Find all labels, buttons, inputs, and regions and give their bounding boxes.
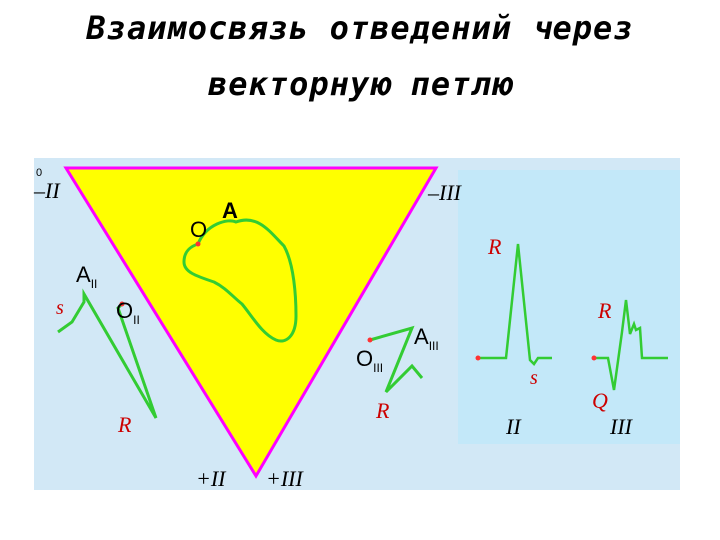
plus-III-label: +III: [266, 466, 304, 491]
apex-A-label: A: [222, 198, 238, 223]
ecg-lead-II-name: II: [505, 414, 522, 439]
slide-title-line-1: Взаимосвязь отведений через: [86, 9, 634, 47]
lead-II-s-label: s: [56, 297, 64, 319]
loop-origin-marker: [195, 241, 201, 247]
ecg-panel-background: [458, 170, 680, 444]
einthoven-triangle: [63, 166, 439, 479]
ecg-lead-III-trace: [594, 299, 668, 391]
lead-II-R-label: R: [117, 412, 132, 437]
ecg-lead-II-start-marker: [475, 355, 481, 361]
plus-II-label: +II: [196, 466, 227, 491]
ecg-lead-II-trace: [478, 243, 552, 366]
lead-III-R-label: R: [375, 398, 390, 423]
lead-II-A-label: AII: [76, 262, 97, 291]
zero-label: 0: [36, 167, 42, 179]
ecg-lead-II-R-label: R: [487, 234, 502, 259]
lead-III-O-label: OIII: [356, 346, 383, 375]
ecg-lead-III-start-marker: [591, 355, 597, 361]
lead-II-O-label: OII: [116, 298, 140, 327]
ecg-lead-II-s-label: s: [530, 367, 538, 389]
vector-loop: [182, 218, 298, 343]
lead-II-origin-marker: [119, 301, 125, 307]
minus-III-label: –III: [427, 180, 463, 205]
lead-III-origin-marker: [367, 337, 373, 343]
ecg-lead-III-name: III: [609, 414, 634, 439]
origin-O-label: O: [190, 217, 207, 242]
ecg-lead-III-Q-label: Q: [592, 388, 608, 413]
ecg-lead-III-R-label: R: [597, 298, 612, 323]
slide-title-line-2: векторную петлю: [208, 65, 512, 103]
minus-II-label: –II: [33, 178, 61, 203]
lead-III-projection: [369, 325, 424, 394]
lead-II-projection: [57, 288, 158, 419]
lead-III-A-label: AIII: [414, 324, 439, 353]
